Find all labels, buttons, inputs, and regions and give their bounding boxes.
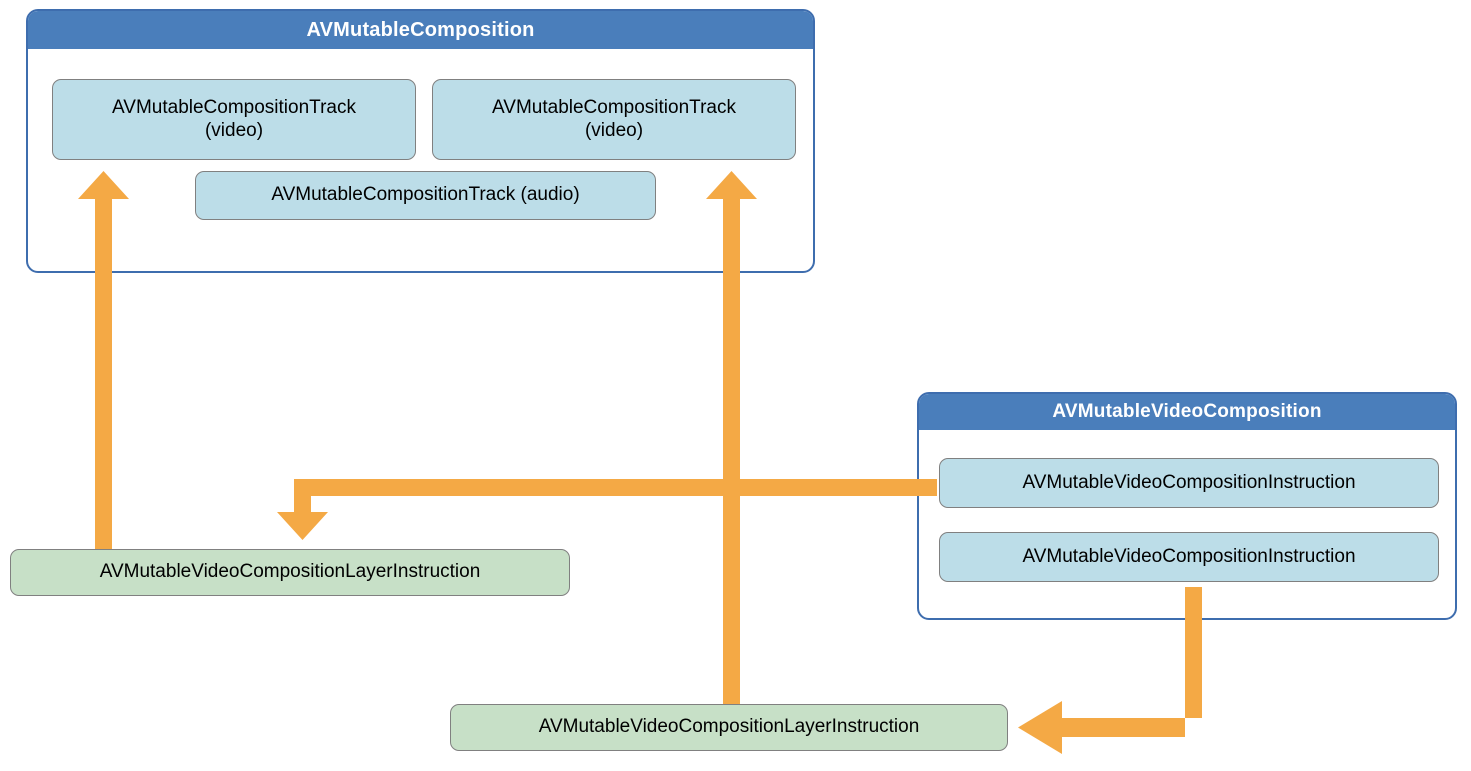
panel-avmutablecomposition: AVMutableComposition AVMutableCompositio… (26, 9, 815, 273)
node-composition-track-audio[interactable]: AVMutableCompositionTrack (audio) (195, 171, 656, 220)
composition-panel-body: AVMutableCompositionTrack (video) AVMuta… (28, 49, 813, 271)
node-video-composition-instruction-1[interactable]: AVMutableVideoCompositionInstruction (939, 458, 1439, 508)
node-composition-track-video-1[interactable]: AVMutableCompositionTrack (video) (52, 79, 416, 160)
node-video-composition-layer-instruction-2[interactable]: AVMutableVideoCompositionLayerInstructio… (450, 704, 1008, 751)
node-video-composition-layer-instruction-1[interactable]: AVMutableVideoCompositionLayerInstructio… (10, 549, 570, 596)
video-composition-panel-body: AVMutableVideoCompositionInstruction AVM… (919, 430, 1455, 618)
panel-title-avmutablevideocomposition: AVMutableVideoComposition (919, 394, 1455, 430)
arrow-instruction-1-to-layer-instruction-1 (277, 479, 937, 540)
panel-title-avmutablecomposition: AVMutableComposition (28, 11, 813, 49)
panel-avmutablevideocomposition: AVMutableVideoComposition AVMutableVideo… (917, 392, 1457, 620)
node-video-composition-instruction-2[interactable]: AVMutableVideoCompositionInstruction (939, 532, 1439, 582)
node-composition-track-video-2[interactable]: AVMutableCompositionTrack (video) (432, 79, 796, 160)
